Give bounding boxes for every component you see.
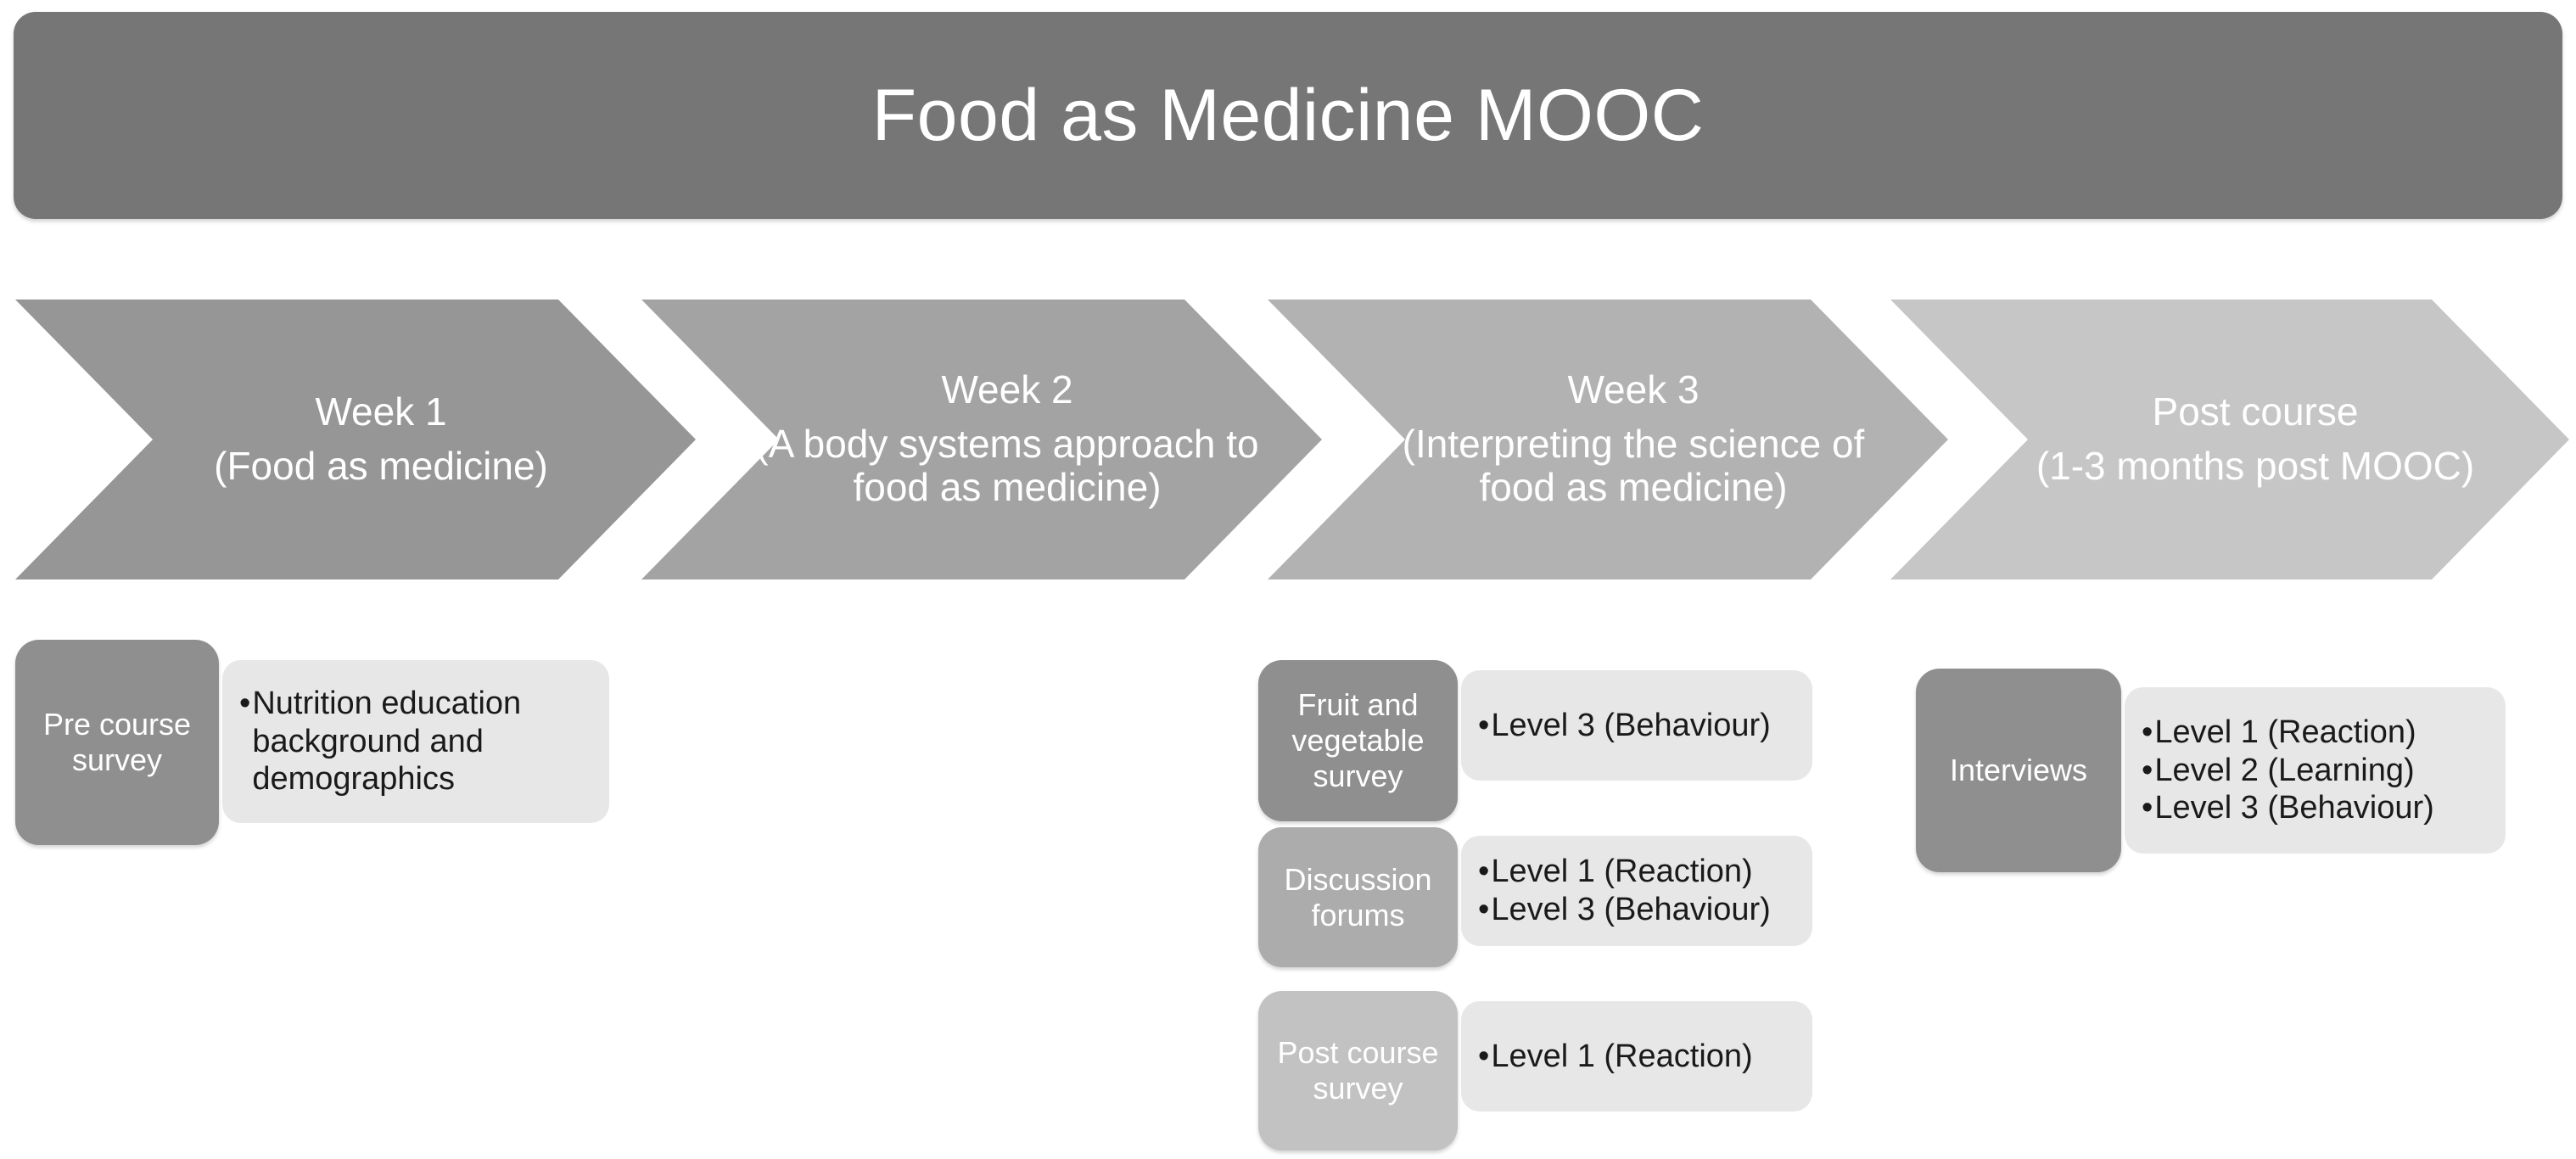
bullet-item: •Level 3 (Behaviour) (1478, 707, 1794, 745)
pre-course-survey-content: •Nutrition education background and demo… (222, 660, 609, 823)
phase-chevron-week-3-body: Week 3 (Interpreting the science of food… (1268, 369, 1948, 510)
interviews-content: •Level 1 (Reaction) •Level 2 (Learning) … (2125, 687, 2506, 854)
bullet-dot-icon: • (2142, 790, 2153, 826)
phase-chevron-post-course[interactable]: Post course (1-3 months post MOOC) (1890, 300, 2569, 580)
measure-label-text: Discussion forums (1284, 861, 1432, 932)
phase-chevron-post-course-body: Post course (1-3 months post MOOC) (1890, 391, 2569, 488)
phase-chevron-week-3-title: Week 3 (1567, 367, 1700, 412)
phase-chevron-week-1-subtitle: (Food as medicine) (214, 443, 548, 488)
post-course-survey-content: •Level 1 (Reaction) (1461, 1001, 1812, 1111)
measure-label-fruit-vegetable-survey[interactable]: Fruit and vegetable survey (1258, 660, 1458, 821)
bullet-item: •Level 1 (Reaction) (1478, 1038, 1794, 1076)
bullet-text: Nutrition education background and demog… (252, 685, 522, 798)
bullet-item: •Level 3 (Behaviour) (2142, 789, 2487, 827)
bullet-item: •Level 1 (Reaction) (2142, 714, 2487, 752)
measure-label-text: Fruit and vegetable survey (1291, 687, 1425, 793)
bullet-dot-icon: • (1478, 1038, 1490, 1074)
bullet-dot-icon: • (1478, 892, 1490, 927)
bullet-item: •Level 3 (Behaviour) (1478, 891, 1794, 929)
phase-chevron-week-3-subtitle: (Interpreting the science of food as med… (1402, 421, 1865, 510)
phase-chevron-week-2-title: Week 2 (941, 367, 1073, 412)
bullet-text: Level 1 (Reaction) (2154, 714, 2416, 750)
phase-chevron-week-1-body: Week 1 (Food as medicine) (15, 391, 696, 488)
phase-timeline: Week 1 (Food as medicine) Week 2 (A body… (0, 300, 2576, 580)
measure-label-text: Post course survey (1277, 1035, 1439, 1106)
bullet-text: Level 1 (Reaction) (1491, 1038, 1753, 1074)
phase-chevron-week-2-body: Week 2 (A body systems approach to food … (641, 369, 1322, 510)
bullet-text: Level 3 (Behaviour) (1491, 707, 1771, 743)
discussion-forums-content: •Level 1 (Reaction) •Level 3 (Behaviour) (1461, 836, 1812, 946)
measure-label-discussion-forums[interactable]: Discussion forums (1258, 827, 1458, 967)
page-title: Food as Medicine MOOC (871, 75, 1705, 156)
phase-chevron-week-2-subtitle: (A body systems approach to food as medi… (755, 421, 1259, 510)
bullet-item: •Level 2 (Learning) (2142, 752, 2487, 790)
measure-label-post-course-survey[interactable]: Post course survey (1258, 991, 1458, 1151)
bullet-dot-icon: • (1478, 707, 1490, 743)
phase-chevron-post-course-title: Post course (2152, 389, 2359, 434)
measure-label-text: Interviews (1949, 753, 2088, 788)
bullet-dot-icon: • (2142, 714, 2153, 750)
bullet-item: •Nutrition education background and demo… (239, 685, 591, 798)
bullet-text: Level 2 (Learning) (2154, 752, 2415, 788)
title-banner: Food as Medicine MOOC (14, 12, 2562, 219)
phase-chevron-week-3[interactable]: Week 3 (Interpreting the science of food… (1268, 300, 1948, 580)
fruit-vegetable-survey-content: •Level 3 (Behaviour) (1461, 670, 1812, 781)
phase-chevron-week-1-title: Week 1 (315, 389, 447, 434)
bullet-text: Level 3 (Behaviour) (2154, 790, 2434, 826)
phase-chevron-post-course-subtitle: (1-3 months post MOOC) (2036, 443, 2475, 488)
bullet-dot-icon: • (2142, 752, 2153, 788)
bullet-item: •Level 1 (Reaction) (1478, 853, 1794, 891)
measure-label-text: Pre course survey (42, 707, 192, 777)
phase-chevron-week-1[interactable]: Week 1 (Food as medicine) (15, 300, 696, 580)
measure-label-pre-course-survey[interactable]: Pre course survey (15, 640, 219, 845)
bullet-text: Level 3 (Behaviour) (1491, 892, 1771, 927)
bullet-dot-icon: • (1478, 854, 1490, 890)
phase-chevron-week-2[interactable]: Week 2 (A body systems approach to food … (641, 300, 1322, 580)
bullet-text: Level 1 (Reaction) (1491, 854, 1753, 890)
measure-label-interviews[interactable]: Interviews (1916, 669, 2121, 872)
bullet-dot-icon: • (239, 685, 251, 721)
